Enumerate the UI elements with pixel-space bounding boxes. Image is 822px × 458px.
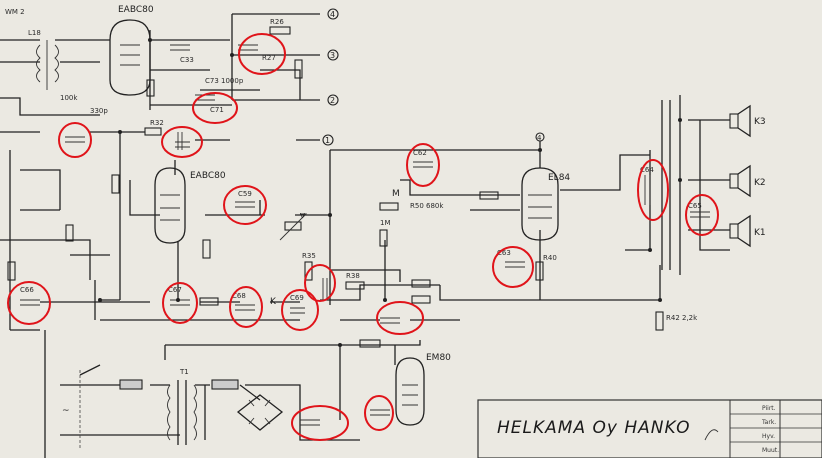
tb-row-4: Muut. [762, 447, 779, 454]
c67-label: C67 [168, 286, 182, 294]
terminal-el84-label: 4 [537, 134, 542, 142]
terminal-1-label: 1 [325, 136, 330, 145]
highlight-c68 [229, 286, 263, 328]
m-label: M [392, 189, 400, 199]
highlight-c71 [58, 122, 92, 158]
bridge-rectifier [236, 394, 284, 431]
highlight-c62 [406, 143, 440, 187]
highlight-c63 [492, 246, 534, 288]
terminal-2 [327, 94, 339, 106]
c63-label: C63 [497, 249, 511, 257]
component-labels: WM 2 L18 C33 R26 R27 C73 1000p 330p 100k… [5, 8, 702, 416]
cap100k-label: 100k [60, 94, 78, 102]
terminal-4 [327, 8, 339, 20]
r32-label: R32 [150, 119, 164, 127]
terminal-3-label: 3 [330, 51, 335, 60]
highlight-c62-top [161, 126, 203, 158]
highlight-c59 [238, 33, 286, 75]
tube-top-label: EABC80 [118, 5, 154, 15]
speaker-k1 [729, 214, 751, 248]
tb-row-2: Tark. [761, 419, 776, 426]
c73-label: C73 1000p [205, 77, 244, 85]
tube-em80-label: EM80 [426, 353, 451, 363]
resistors [7, 26, 664, 390]
c33-label: C33 [180, 56, 194, 64]
highlight-c69b [304, 264, 336, 302]
tube-eabc80 [154, 167, 186, 244]
t1-label: T1 [179, 368, 189, 376]
mains-label: ~ [62, 406, 70, 416]
speaker-k2-label: K2 [754, 178, 766, 188]
highlight-c69 [281, 289, 319, 331]
highlight-c66 [7, 281, 51, 325]
l18-label: L18 [28, 29, 41, 37]
terminals [322, 8, 545, 150]
speaker-k3 [729, 104, 751, 138]
c62-label: C62 [413, 149, 427, 157]
highlight-filter-cap [291, 405, 349, 441]
tube-el84-label: EL84 [548, 173, 570, 183]
c66-label: C66 [20, 286, 34, 294]
r38-label: R38 [346, 272, 360, 280]
potentiometer [279, 213, 308, 241]
title-block-company: HELKAMA Oy HANKO [497, 418, 691, 438]
highlight-c73 [192, 92, 238, 124]
c64-label: C64 [640, 166, 654, 174]
wm2-label: WM 2 [5, 8, 25, 16]
v-label: V [300, 212, 305, 220]
k-label: K [270, 297, 277, 307]
tb-row-1: Piirt. [762, 405, 776, 412]
tube-em80 [395, 357, 425, 426]
mains-switch [79, 364, 101, 450]
terminal-3 [327, 49, 339, 61]
red-highlights [7, 33, 719, 441]
highlight-c65 [685, 194, 719, 236]
highlight-em80-cap [364, 395, 394, 431]
speaker-k3-label: K3 [754, 117, 766, 127]
c65-label: C65 [688, 202, 702, 210]
terminal-1 [322, 134, 334, 146]
tube-el84 [521, 167, 559, 241]
speaker-k1-label: K1 [754, 228, 766, 238]
highlight-c67 [162, 282, 198, 324]
val-1m-label: 1M [380, 219, 391, 227]
highlight-c70 [376, 301, 424, 335]
c69-label: C69 [290, 294, 304, 302]
tube-eabc80-label: EABC80 [190, 171, 226, 181]
highlight-c59-mid [223, 185, 267, 225]
terminal-4-label: 4 [330, 10, 335, 19]
highlight-c64 [637, 159, 669, 221]
tb-row-3: Hyv. [762, 433, 775, 440]
r35-label: R35 [302, 252, 316, 260]
c71-label: C71 [210, 106, 224, 114]
r40-label: R40 [543, 254, 557, 262]
r50-label: R50 680k [410, 202, 444, 210]
mains-transformer [167, 380, 197, 445]
speaker-k2 [729, 164, 751, 198]
r26-label: R26 [270, 18, 284, 26]
tube-eabc80-top [109, 19, 151, 96]
r27-label: R27 [262, 54, 276, 62]
c59-label: C59 [238, 190, 252, 198]
r42-label: R42 2,2k [666, 314, 698, 322]
title-block [477, 399, 822, 458]
terminal-2-label: 2 [330, 96, 335, 105]
junction-dots [98, 38, 682, 347]
cap330-label: 330p [90, 107, 108, 115]
c68-label: C68 [232, 292, 246, 300]
input-coil [36, 40, 59, 90]
